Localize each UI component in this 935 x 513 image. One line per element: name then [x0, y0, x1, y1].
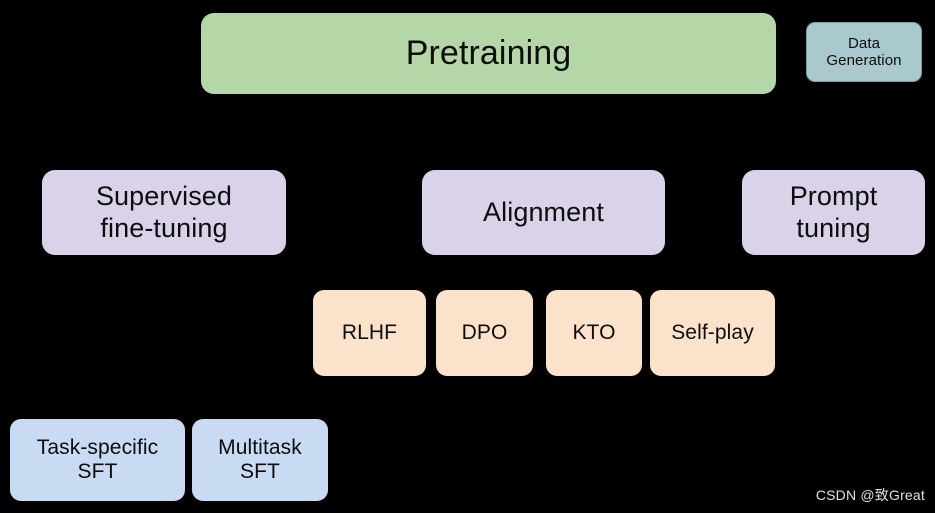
node-prompt-tuning[interactable]: Prompt tuning [742, 170, 925, 255]
node-data-generation[interactable]: Data Generation [806, 22, 922, 82]
node-multitask-sft[interactable]: Multitask SFT [192, 419, 328, 501]
node-pretraining[interactable]: Pretraining [201, 13, 776, 94]
node-self-play[interactable]: Self-play [650, 290, 775, 376]
node-kto[interactable]: KTO [546, 290, 642, 376]
node-supervised-fine-tuning[interactable]: Supervised fine-tuning [42, 170, 286, 255]
node-task-specific-sft[interactable]: Task-specific SFT [10, 419, 185, 501]
node-alignment[interactable]: Alignment [422, 170, 665, 255]
node-rlhf[interactable]: RLHF [313, 290, 426, 376]
node-dpo[interactable]: DPO [436, 290, 533, 376]
watermark-text: CSDN @致Great [815, 487, 925, 503]
